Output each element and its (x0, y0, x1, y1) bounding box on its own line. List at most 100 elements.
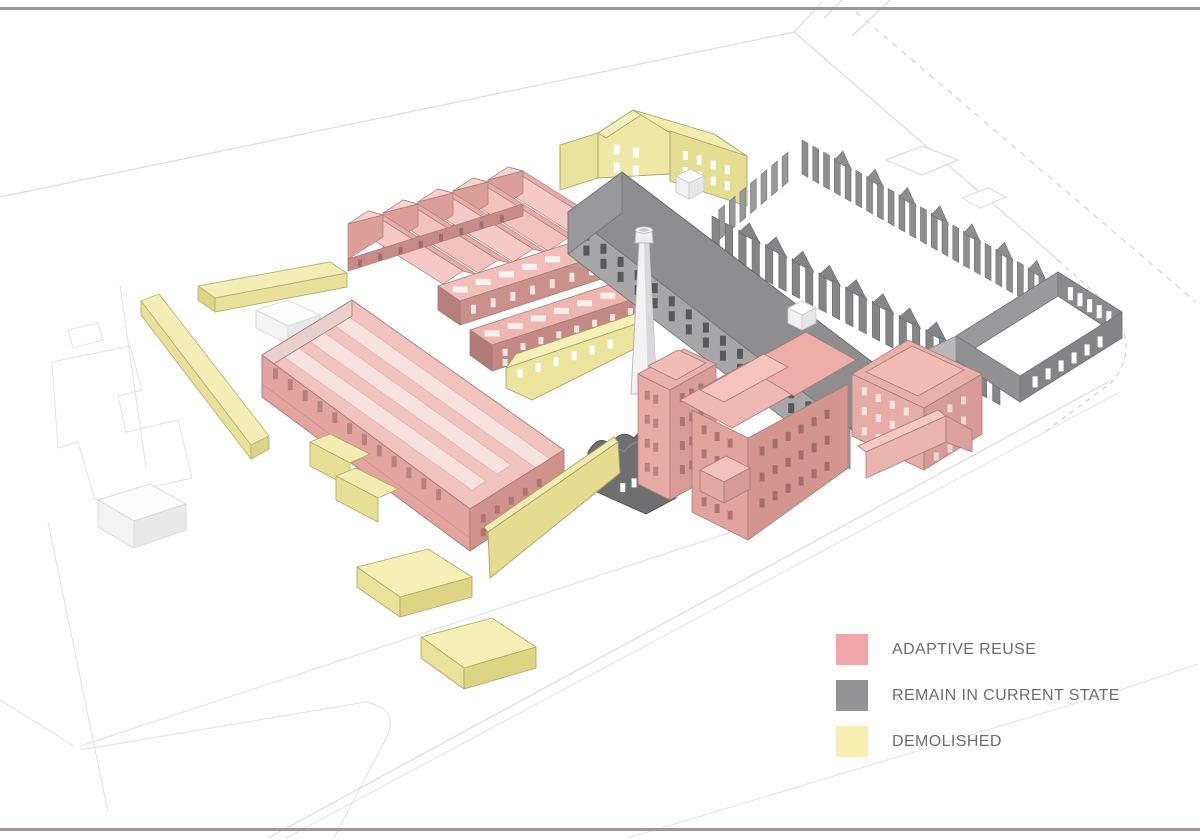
reuse-block-windows-sw (861, 387, 867, 396)
ruin-wall-far (930, 212, 938, 251)
demolished-north-gable-windows (632, 147, 639, 158)
demolished-bar-diagonal-top (140, 293, 270, 446)
reuse-mansion-windows-se (772, 491, 778, 501)
reuse-mansion-wall-se (747, 383, 849, 541)
reuse-bighall-front-windows (332, 412, 338, 424)
neighbor-building-outline-1 (885, 145, 959, 176)
reuse-bighall-front-windows (302, 390, 308, 402)
reuse-shed-row-base-windows (459, 227, 464, 235)
reuse-shed-row-base-windows (398, 246, 403, 254)
reuse-block-windows-se (933, 452, 939, 461)
reuse-block-windows-se (947, 404, 953, 413)
reuse-hallB-windows (556, 331, 562, 339)
remain-shed-windows (668, 311, 675, 322)
ruin-wall-far (834, 157, 841, 197)
reuse-block-windows-sw (889, 420, 895, 429)
reuse-shed-row-base-windows (358, 259, 363, 267)
reuse-shed-row-base-windows (418, 240, 423, 248)
reuse-hallB-windows (574, 325, 580, 333)
demolished-arched-building-windows (571, 351, 577, 361)
reuse-bighall-front-windows (376, 445, 382, 457)
ruin-wall-far (1006, 254, 1013, 294)
reuse-hallA-skylights (475, 278, 491, 285)
reuse-block-windows-se (961, 396, 967, 405)
reuse-mansion-windows-se (811, 469, 817, 479)
ruin-wall-far (866, 175, 873, 215)
remain-courtyard-wall-right-windows (1077, 293, 1083, 307)
reuse-hallA-windows (530, 285, 536, 295)
ruin-wall-far (974, 236, 981, 276)
ruin-wall-far (812, 145, 819, 184)
demolished-bar-diagonal-end (250, 435, 270, 460)
reuse-mansion-windows-sw (714, 432, 720, 441)
ruin-wall-near-sawtooth (778, 250, 787, 292)
reuse-mansion-roof-top (699, 353, 789, 403)
reuse-hallA-skylights (452, 286, 468, 293)
legend-swatch-adaptive-reuse (836, 634, 868, 665)
reuse-shed-row-base-windows (439, 234, 444, 242)
remain-shed-windows (617, 271, 624, 282)
reuse-tower-windows-sw (644, 462, 650, 472)
reuse-mansion-windows-se (824, 461, 830, 471)
white-cube-roof-side (801, 307, 817, 331)
reuse-block-windows-sw (875, 414, 881, 423)
remain-courtyard-wall-right-windows (1106, 311, 1112, 325)
remain-shed-windows (719, 350, 726, 361)
demolished-box-2-right (463, 646, 537, 690)
ruin-wall-far (1017, 261, 1024, 300)
demolished-bar-horizontal-end (197, 285, 216, 313)
reuse-mansion-windows-se (785, 457, 791, 467)
reuse-hallB-skylights (484, 330, 500, 337)
reuse-mansion-windows-se (798, 450, 804, 460)
reuse-hallA-skylights (498, 271, 514, 278)
legend-item-remain-current-state: REMAIN IN CURRENT STATE (836, 680, 1120, 711)
reuse-bighall-se-windows (480, 528, 486, 537)
reuse-tower-windows-se (689, 388, 695, 398)
chimney-cap-hole (639, 228, 649, 232)
street-bottom-left-2 (0, 699, 391, 839)
remain-shed-windows (788, 403, 795, 414)
reuse-block-windows-sw (903, 407, 909, 416)
reuse-bighall-se-windows (508, 496, 514, 505)
reuse-mansion-windows-se (785, 431, 791, 441)
remain-shed-windows (600, 258, 607, 269)
ruin-wall-west-return (781, 151, 789, 188)
reuse-tower-windows-sw (644, 390, 650, 400)
reuse-bighall-front-windows (406, 467, 412, 479)
remain-shed-windows (685, 309, 692, 320)
reuse-hallB-windows (627, 308, 633, 316)
ruin-wall-west-return (760, 169, 768, 206)
demolished-north-wing-windows (724, 181, 730, 191)
reuse-hallB-windows (502, 348, 508, 356)
reuse-bighall-front-cornice (261, 383, 471, 539)
ruin-wall-near-sawtooth (805, 265, 814, 307)
ruin-wall-far (801, 139, 809, 178)
demolished-wall-face (487, 441, 621, 579)
ruin-wall-far (823, 151, 830, 191)
reuse-hallA-skylights (521, 263, 537, 270)
ruin-wall-near-sawtooth (885, 307, 894, 349)
reuse-mansion-windows-se (811, 417, 817, 427)
remain-courtyard-wall-front-windows (1084, 344, 1090, 356)
reuse-block-roof-top (865, 345, 965, 397)
remain-courtyard-wall-right-windows (1087, 299, 1093, 313)
street-se-edge-1 (267, 379, 1113, 839)
white-box-left-side (133, 503, 187, 549)
reuse-hallA-windows (569, 272, 575, 282)
ruin-wall-far (952, 224, 959, 263)
ruin-wall-near-sawtooth (845, 286, 854, 328)
reuse-bighall-front-windows (272, 368, 278, 380)
reuse-hallB-skylights (553, 307, 569, 314)
reuse-mansion-windows-se (798, 476, 804, 486)
remain-shed-windows (702, 322, 709, 333)
ruin-wall-near-sawtooth (765, 243, 774, 285)
remain-shed-wall-nw (567, 171, 623, 255)
ruin-wall-far (855, 169, 863, 209)
reuse-block-windows-se (961, 416, 967, 425)
reuse-bighall-se-windows (480, 514, 486, 523)
parcel-outline-small (67, 322, 104, 349)
reuse-shed-row-base-windows (479, 221, 484, 229)
ruin-wall-far (844, 163, 852, 203)
reuse-tower-windows-sw (653, 466, 659, 476)
reuse-mansion-roof-2 (743, 331, 857, 397)
